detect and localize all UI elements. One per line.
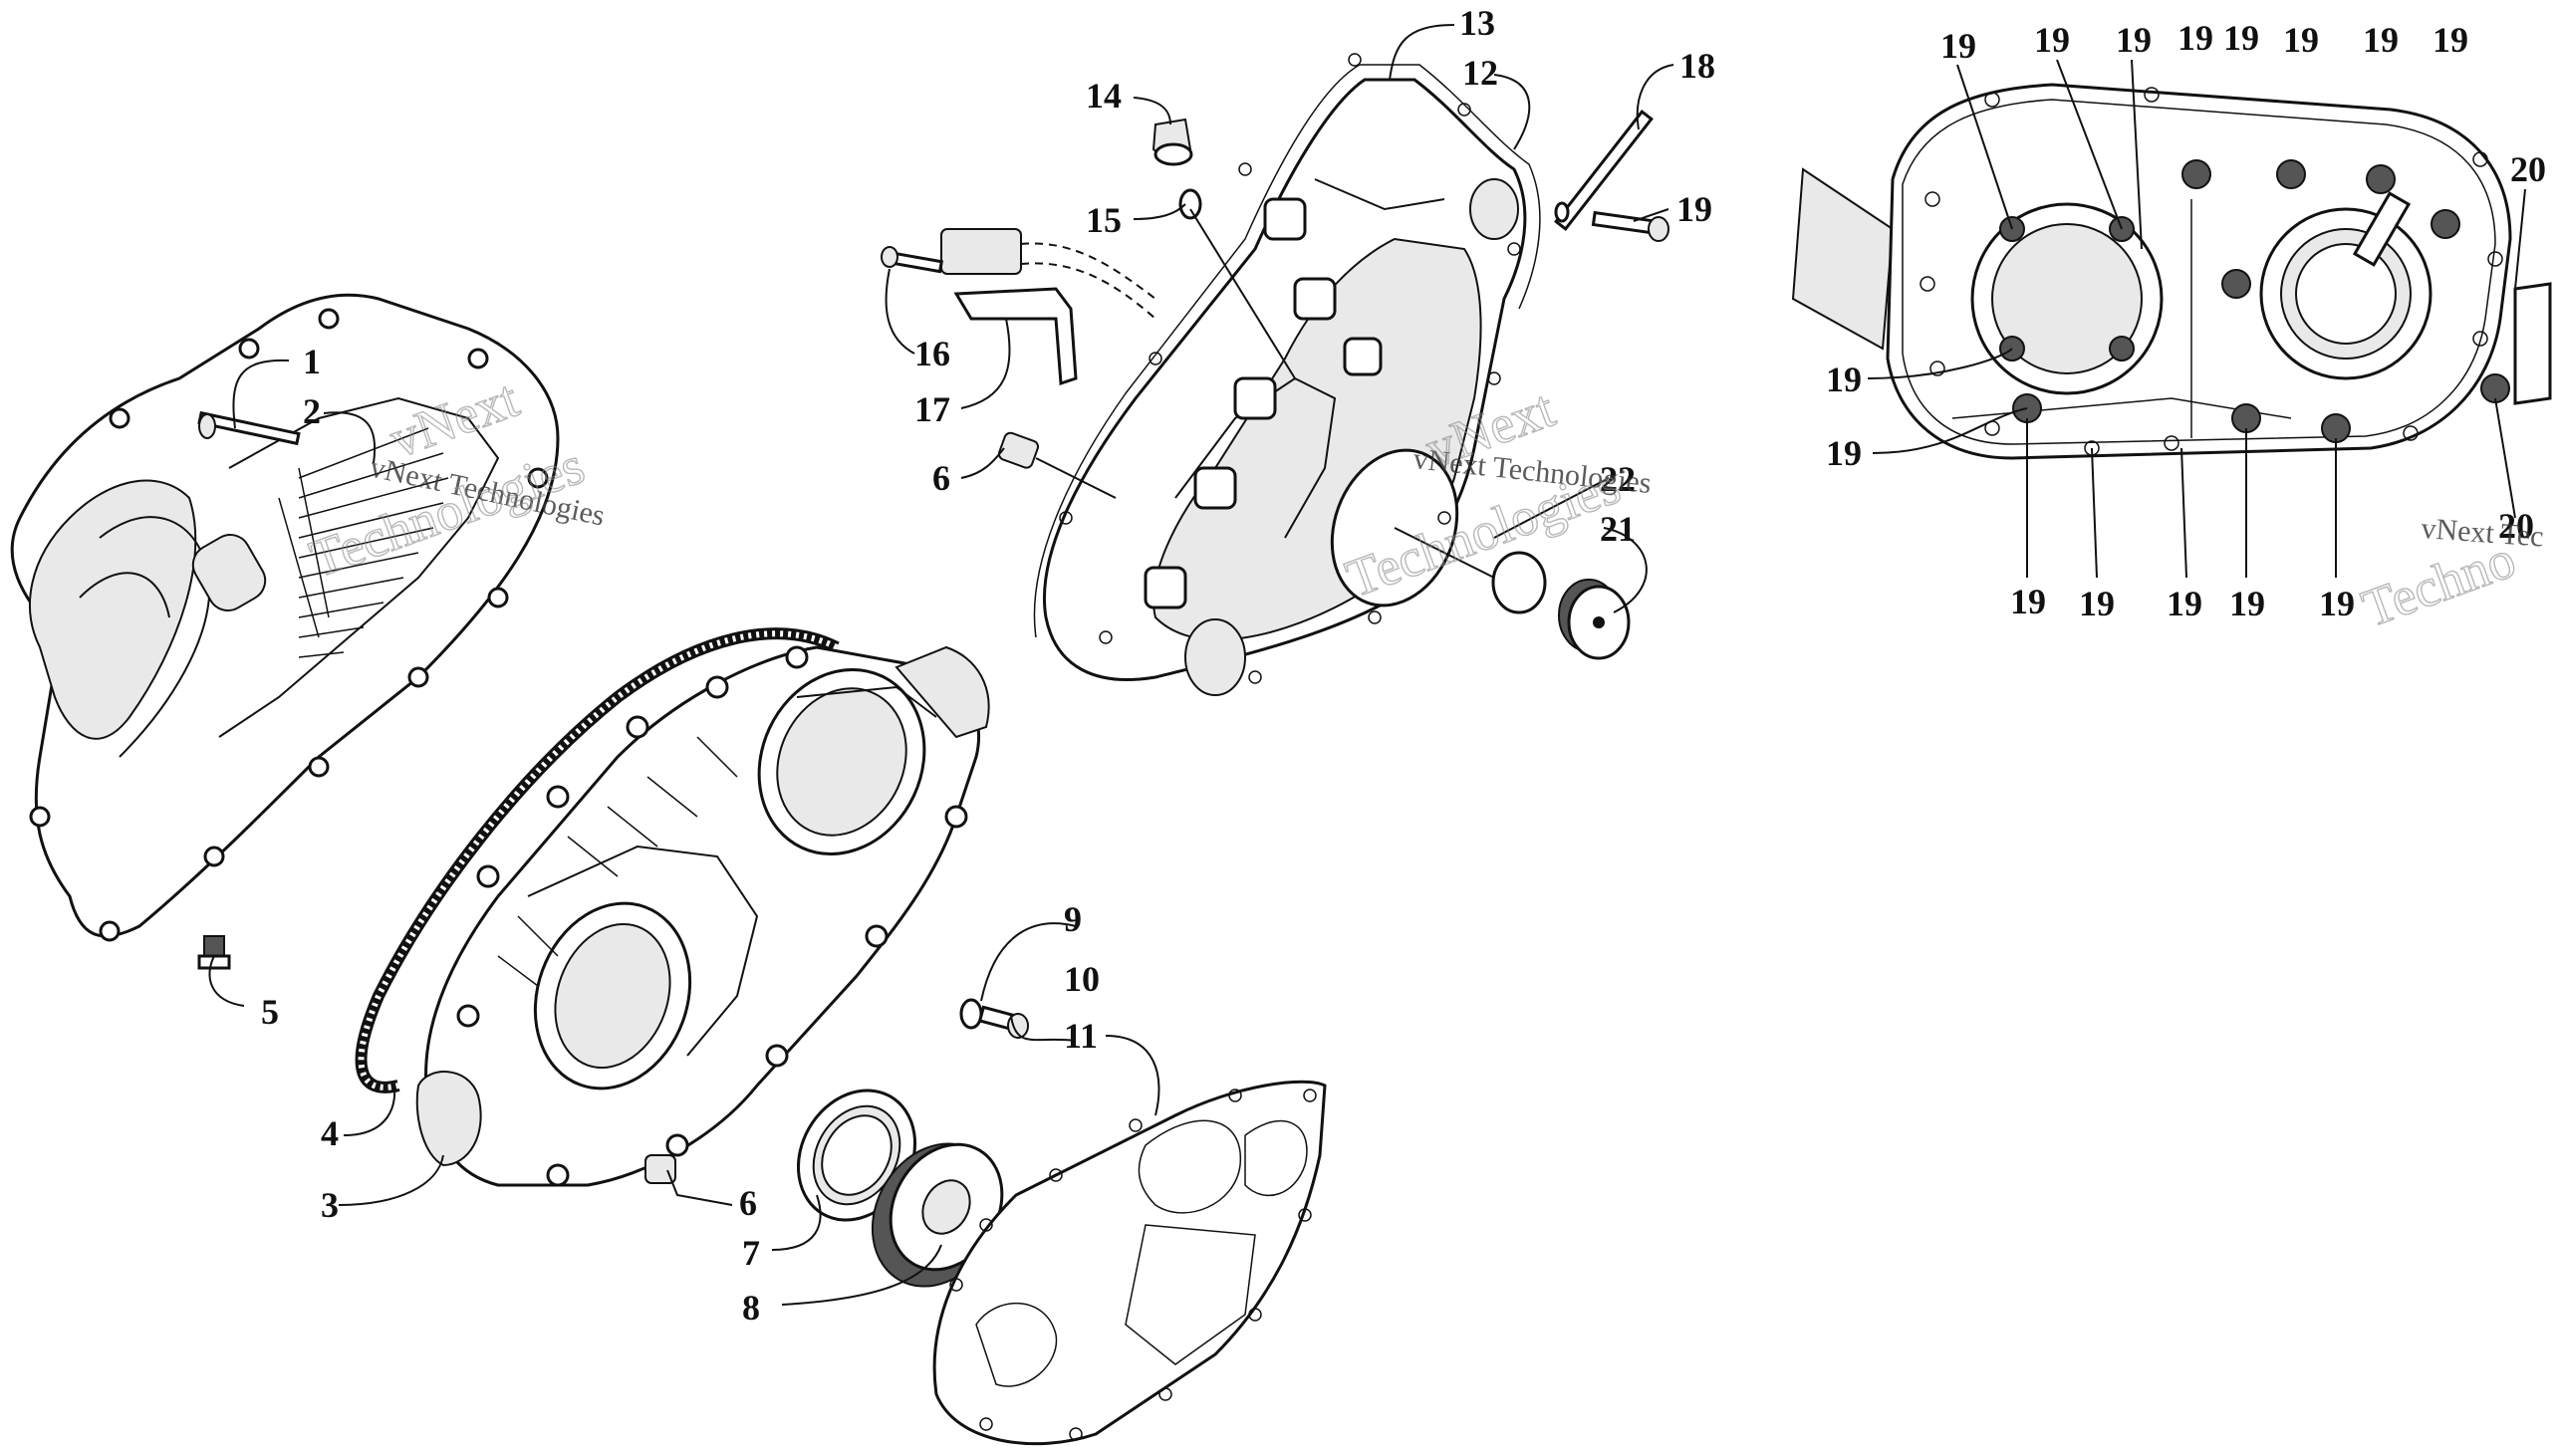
leader-lines-right xyxy=(1867,59,2526,579)
callout-19-r4: 19 xyxy=(2177,18,2213,58)
callout-labels: 1 2 3 4 5 6 6 7 8 9 10 11 12 13 14 15 16… xyxy=(261,3,2546,1328)
callout-22: 22 xyxy=(1600,459,1636,499)
dowel-pin-part-6-lower xyxy=(644,1154,676,1184)
bearing-part-8 xyxy=(871,1142,1004,1288)
drive-belt xyxy=(355,627,840,1093)
oring-part-21 xyxy=(1491,551,1547,614)
callout-19-r15: 19 xyxy=(2319,584,2355,623)
callout-19-r14: 19 xyxy=(2229,584,2265,623)
callout-5: 5 xyxy=(261,992,279,1032)
callout-19-r2: 19 xyxy=(2034,20,2070,60)
callout-19-r5: 19 xyxy=(2223,18,2259,58)
callout-20-top: 20 xyxy=(2510,149,2546,189)
sensor-part-16 xyxy=(881,228,1156,320)
callout-18: 18 xyxy=(1679,46,1715,86)
callout-2: 2 xyxy=(303,391,321,431)
drain-plug-part-5 xyxy=(197,935,231,970)
bracket-part-17 xyxy=(953,287,1078,386)
callout-12: 12 xyxy=(1462,53,1498,93)
callout-19-r7: 19 xyxy=(2363,20,2399,60)
callout-19-r13: 19 xyxy=(2167,584,2202,623)
callout-14: 14 xyxy=(1086,76,1122,116)
callout-4: 4 xyxy=(321,1113,339,1153)
callout-19-r8: 19 xyxy=(2432,20,2468,60)
callout-21: 21 xyxy=(1600,509,1636,549)
dowel-pin-part-6-upper xyxy=(997,431,1040,469)
callout-6-lower: 6 xyxy=(739,1183,757,1223)
callout-9: 9 xyxy=(1064,899,1082,939)
callout-19-center: 19 xyxy=(1676,189,1712,229)
callout-6-upper: 6 xyxy=(932,458,950,498)
callout-16: 16 xyxy=(914,334,950,373)
bolt-part-1 xyxy=(197,410,301,446)
callout-19-r10: 19 xyxy=(1826,433,1862,473)
callout-19-r6: 19 xyxy=(2283,20,2319,60)
plug-part-14 xyxy=(1152,118,1193,166)
assembled-cover xyxy=(1791,83,2552,460)
callout-8: 8 xyxy=(742,1288,760,1328)
callout-19-r3: 19 xyxy=(2116,20,2152,60)
callout-19-r11: 19 xyxy=(2010,582,2046,621)
callout-13: 13 xyxy=(1459,3,1495,43)
callout-17: 17 xyxy=(914,389,950,429)
oring-part-15 xyxy=(1178,188,1202,220)
clutch-cover-inner xyxy=(415,645,990,1187)
bolt-part-19-center xyxy=(1591,210,1669,242)
callout-3: 3 xyxy=(321,1185,339,1225)
crankcase-cover xyxy=(1033,53,1541,696)
callout-10: 10 xyxy=(1064,959,1100,999)
callout-1: 1 xyxy=(303,342,321,381)
callout-19-r9: 19 xyxy=(1826,360,1862,399)
clutch-cover-outer xyxy=(10,293,560,942)
callout-19-r1: 19 xyxy=(1940,26,1976,66)
gasket-part-11 xyxy=(932,1080,1327,1446)
callout-19-r12: 19 xyxy=(2079,584,2115,623)
cap-part-22 xyxy=(1558,579,1631,660)
callout-11: 11 xyxy=(1064,1016,1098,1056)
callout-7: 7 xyxy=(742,1233,760,1273)
bolt-part-10 xyxy=(977,1005,1029,1039)
callout-15: 15 xyxy=(1086,200,1122,240)
pin-part-18 xyxy=(1554,110,1654,231)
callout-20-bottom: 20 xyxy=(2498,506,2534,546)
leader-lines xyxy=(208,24,1674,1306)
washer-part-9 xyxy=(959,998,983,1030)
